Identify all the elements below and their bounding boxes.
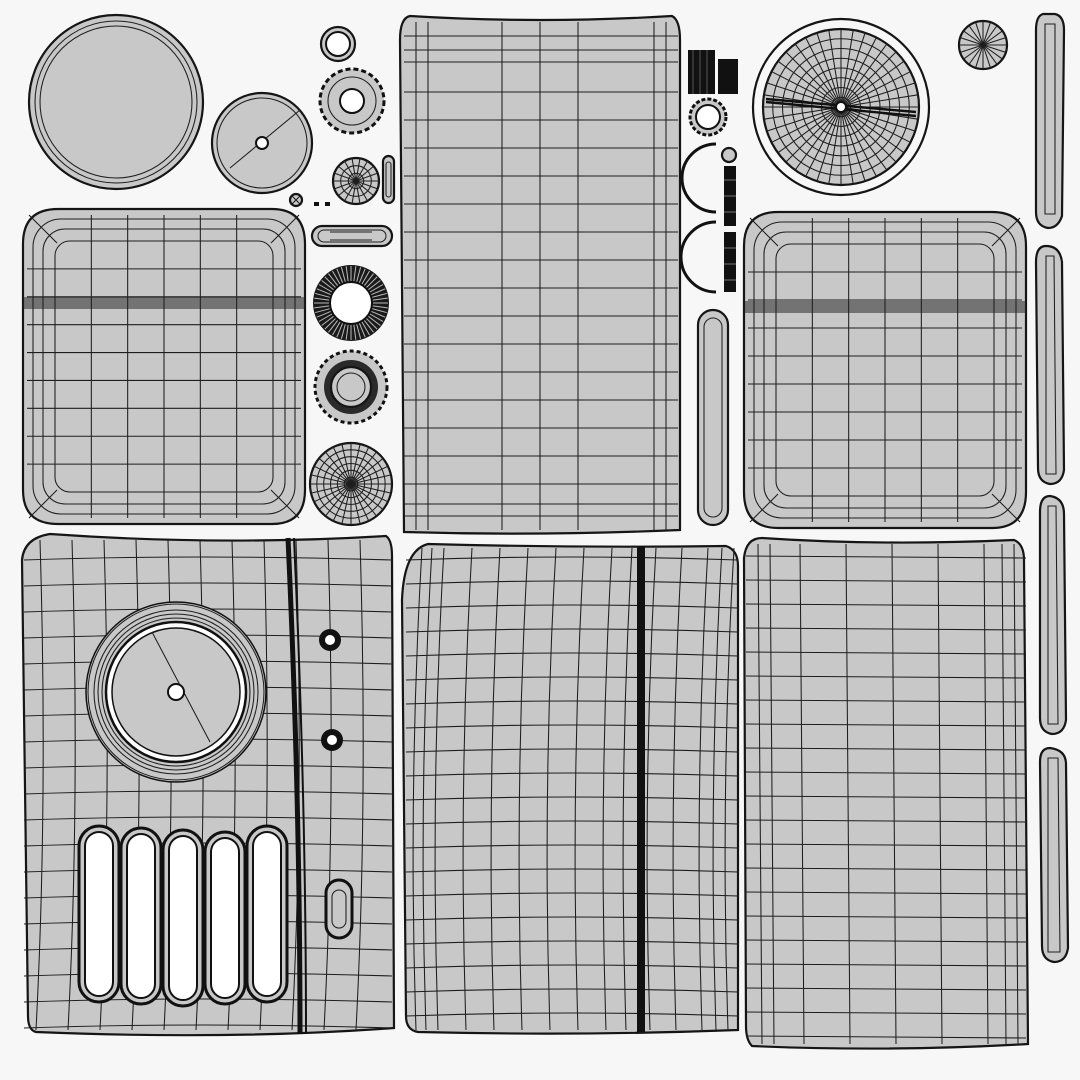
uv-island-radial-disc-large (751, 17, 931, 197)
uv-island-right-strip-3 (1038, 494, 1068, 736)
uv-island-tiny-gear (688, 97, 728, 137)
uv-island-dense-ring (313, 265, 389, 341)
uv-island-right-strip-2 (1034, 244, 1066, 486)
uv-island-horizontal-capsule (310, 224, 394, 248)
uv-island-medium-disc (210, 91, 314, 195)
uv-island-front-panel-with-headlight (20, 532, 396, 1037)
uv-island-radial-fan-corner (957, 19, 1009, 71)
uv-island-tall-center-panel (398, 14, 682, 535)
uv-island-gear-ring (318, 67, 386, 135)
uv-island-right-strip-top (1034, 12, 1066, 230)
uv-island-small-capsule (381, 154, 396, 205)
uv-island-rounded-panel-left (21, 207, 307, 526)
uv-island-tiny-bits (288, 192, 330, 208)
uv-island-radial-fan-small (331, 156, 381, 206)
uv-island-right-strip-bottom (1038, 746, 1070, 964)
uv-island-large-disc (27, 13, 205, 191)
uv-island-crescent-arcs (679, 142, 738, 294)
uv-island-bottom-center-panel (400, 542, 740, 1035)
uv-island-dark-blocks (688, 50, 738, 94)
uv-island-small-ring (319, 25, 357, 63)
uv-island-vertical-capsule-center (696, 308, 730, 527)
uv-island-rounded-panel-right (742, 210, 1028, 530)
uv-island-radial-fan-large (308, 441, 394, 527)
uv-island-grooved-ring (313, 349, 389, 425)
uv-island-bottom-right-panel (742, 536, 1030, 1050)
